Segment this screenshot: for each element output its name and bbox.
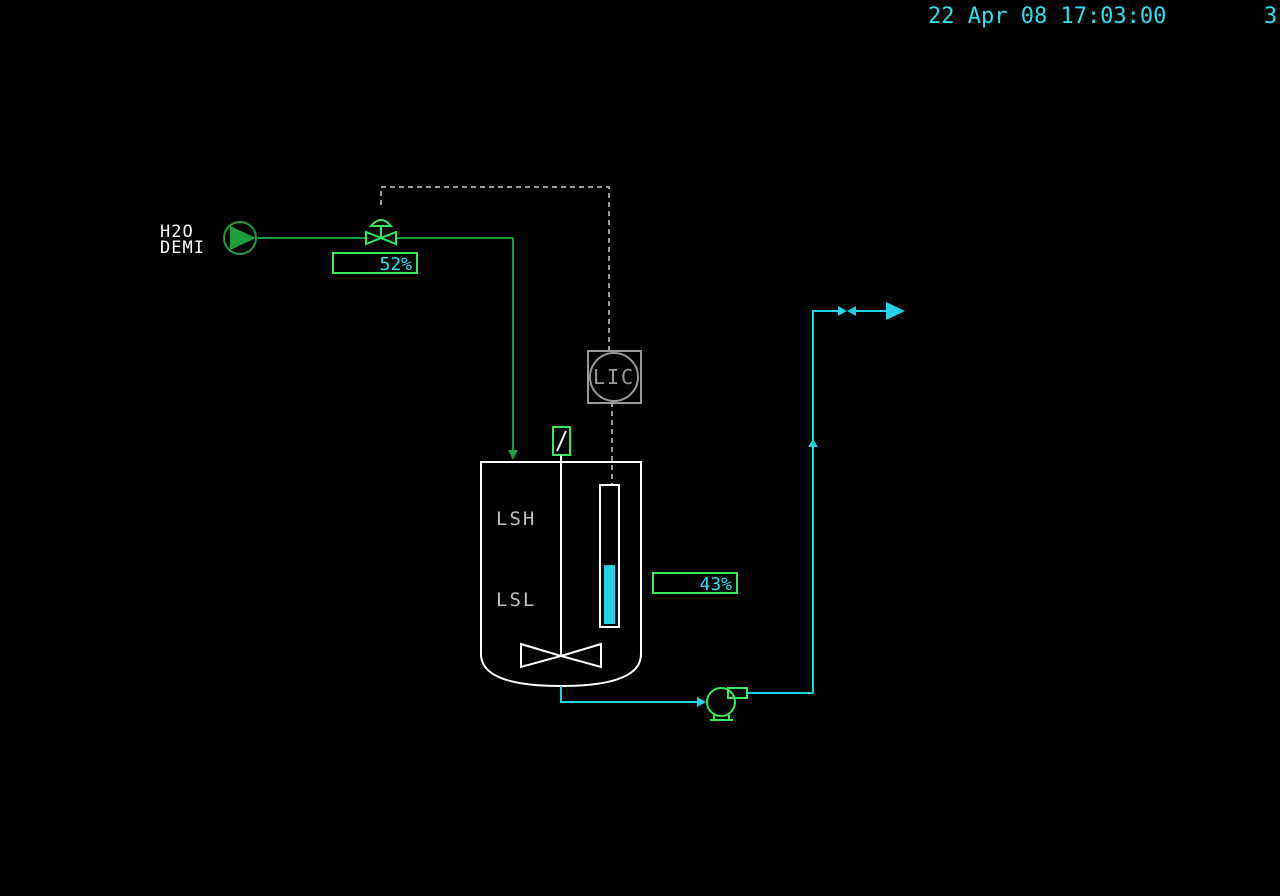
agitator-impeller-icon xyxy=(520,642,602,669)
source-label-line1: H2O xyxy=(160,222,194,242)
level-switch-low: LSL xyxy=(496,589,536,611)
control-valve-icon[interactable] xyxy=(365,219,397,246)
tank-level-text: 43% xyxy=(699,574,732,595)
page-indicator: 3 xyxy=(1264,4,1277,29)
outlet-flow-arrow-icon xyxy=(697,697,706,707)
valve-opening-text: 52% xyxy=(379,254,412,275)
level-gauge-fill xyxy=(604,565,615,624)
source-label-line2: DEMI xyxy=(160,238,205,258)
level-controller[interactable]: LIC xyxy=(587,350,642,404)
controller-tag: LIC xyxy=(593,365,635,389)
agitator-motor-icon[interactable] xyxy=(552,426,571,456)
riser-flow-arrow-icon xyxy=(808,439,818,447)
tank-vessel xyxy=(480,455,642,688)
source-arrow-icon[interactable] xyxy=(223,221,257,255)
inlet-flow-arrow-icon xyxy=(508,450,518,460)
outlet-pipe xyxy=(560,310,888,703)
level-gauge xyxy=(599,484,620,628)
level-switch-high: LSH xyxy=(496,508,536,530)
tank-level-readout: 43% xyxy=(652,572,738,595)
discharge-pump-icon[interactable] xyxy=(706,687,748,721)
outlet-hand-valve-icon[interactable] xyxy=(838,306,856,316)
destination-arrow-icon[interactable] xyxy=(886,302,905,320)
inlet-pipe xyxy=(258,237,514,452)
control-signal-line xyxy=(380,186,613,486)
valve-opening-readout: 52% xyxy=(332,252,418,275)
datetime-readout: 22 Apr 08 17:03:00 xyxy=(928,4,1166,29)
